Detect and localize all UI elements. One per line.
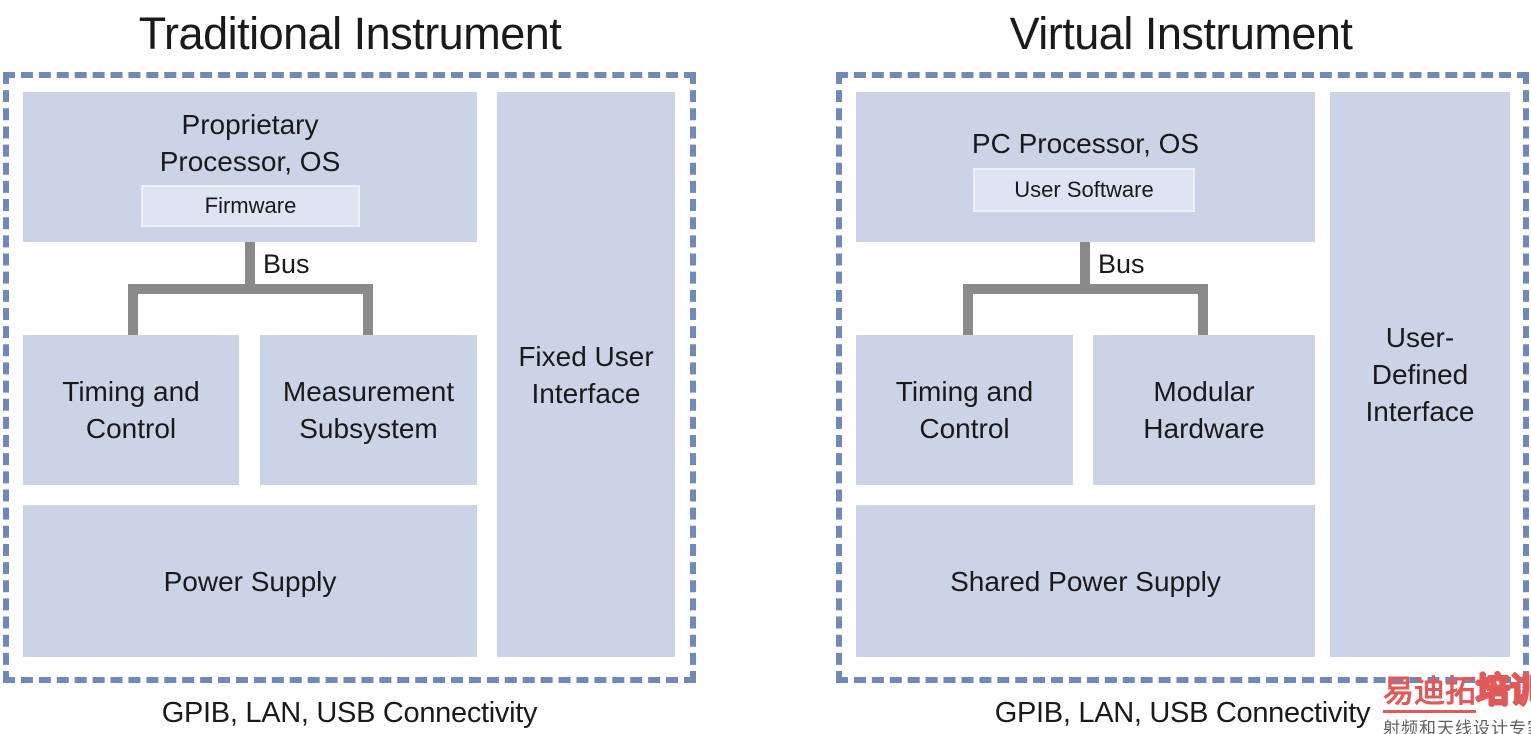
- virt-bus-stem: [1080, 242, 1090, 294]
- trad-processor-label: Proprietary Processor, OS: [159, 109, 341, 177]
- virt-processor-box: PC Processor, OS User Software: [856, 92, 1315, 242]
- virt-bus-label: Bus: [1098, 249, 1145, 279]
- virt-timing-control-box: Timing and Control: [856, 335, 1073, 485]
- trad-instrument-boundary: [3, 72, 696, 683]
- trad-fixed-user-interface-box: Fixed User Interface: [497, 92, 675, 657]
- virt-user-software-box: User Software: [973, 168, 1195, 212]
- trad-panel-title: Traditional Instrument: [138, 8, 562, 59]
- trad-bus-drop-right: [363, 284, 373, 335]
- trad-bus-bar: [128, 284, 373, 294]
- virt-connectivity-caption: GPIB, LAN, USB Connectivity: [994, 697, 1371, 729]
- virt-panel-title: Virtual Instrument: [1009, 8, 1353, 59]
- watermark-tagline: 射频和天线设计专家: [1383, 719, 1531, 734]
- trad-connectivity-caption: GPIB, LAN, USB Connectivity: [161, 697, 538, 729]
- trad-bus-stem: [245, 242, 255, 294]
- trad-bus-label: Bus: [263, 249, 310, 279]
- virt-shared-power-supply-box: Shared Power Supply: [856, 505, 1315, 657]
- trad-processor-box: Proprietary Processor, OS Firmware: [23, 92, 477, 242]
- trad-timing-control-box: Timing and Control: [23, 335, 239, 485]
- virt-processor-label: PC Processor, OS: [971, 128, 1200, 159]
- watermark-logo-outline-text: 培训: [1475, 671, 1531, 711]
- trad-measurement-subsystem-box: Measurement Subsystem: [260, 335, 477, 485]
- watermark-logo: 易迪拓培训: [1383, 663, 1531, 713]
- virt-bus-bar: [963, 284, 1208, 294]
- trad-bus-drop-left: [128, 284, 138, 335]
- watermark-logo-solid-text: 易迪拓: [1383, 674, 1476, 713]
- virt-user-defined-interface-box: User- Defined Interface: [1330, 92, 1510, 657]
- watermark: 易迪拓培训 射频和天线设计专家: [1383, 663, 1531, 734]
- trad-power-supply-box: Power Supply: [23, 505, 477, 657]
- virt-bus-drop-right: [1198, 284, 1208, 335]
- trad-firmware-box: Firmware: [141, 185, 360, 227]
- virt-instrument-boundary: [836, 72, 1529, 683]
- virt-modular-hardware-box: Modular Hardware: [1093, 335, 1315, 485]
- virt-bus-drop-left: [963, 284, 973, 335]
